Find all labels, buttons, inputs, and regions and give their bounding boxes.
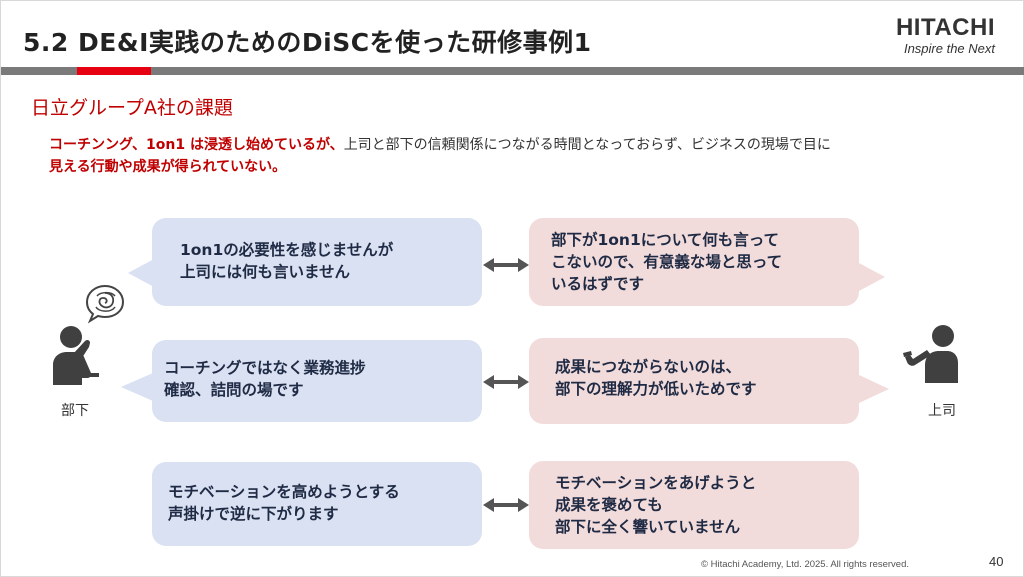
manager-label: 上司 <box>928 403 956 419</box>
subordinate-bubble-3: モチベーションを高めようとする 声掛けで逆に下がります <box>152 462 482 546</box>
bubble-tail <box>859 375 889 403</box>
bubble-line: 上司には何も言いません <box>180 263 351 281</box>
copyright-text: © Hitachi Academy, Ltd. 2025. All rights… <box>701 559 910 570</box>
subordinate-label: 部下 <box>61 403 89 419</box>
bubble-line: 成果を褒めても <box>555 496 663 514</box>
bubble-line: 確認、詰問の場です <box>164 381 304 399</box>
bubble-line: いるはずです <box>551 275 645 293</box>
bubble-line: 声掛けで逆に下がります <box>168 505 339 523</box>
subordinate-bubble-1: 1on1の必要性を感じませんが 上司には何も言いません <box>152 218 482 306</box>
logo-wordmark: HITACHI <box>895 14 995 41</box>
header-rule <box>1 67 1024 75</box>
bubble-line: 部下が1on1について何も言って <box>551 231 780 249</box>
bubble-line: こないので、有意義な場と思って <box>551 253 783 271</box>
header-rule-accent <box>77 67 151 75</box>
page-number: 40 <box>989 554 1004 569</box>
bubble-line: 部下の理解力が低いためです <box>555 380 757 398</box>
bubble-line: モチベーションを高めようとする <box>168 483 400 501</box>
bubble-line: 1on1の必要性を感じませんが <box>180 241 394 259</box>
subordinate-icon <box>53 326 99 385</box>
bubble-tail <box>121 373 153 401</box>
page-title: 5.2 DE&I実践のためのDiSCを使った研修事例1 <box>23 28 592 57</box>
hitachi-logo: HITACHI Inspire the Next <box>896 15 995 57</box>
bubble-line: モチベーションをあげようと <box>555 474 757 492</box>
manager-bubble-1: 部下が1on1について何も言って こないので、有意義な場と思って いるはずです <box>529 218 859 306</box>
bubble-line: 部下に全く響いていません <box>555 518 741 536</box>
manager-bubble-3: モチベーションをあげようと 成果を褒めても 部下に全く響いていません <box>529 461 859 549</box>
lead-normal: 上司と部下の信頼関係につながる時間となっておらず、ビジネスの現場で目に <box>343 137 831 153</box>
logo-tagline: Inspire the Next <box>903 41 995 56</box>
lead-highlight-2: 見える行動や成果が得られていない。 <box>49 159 287 175</box>
exchange-arrow-1 <box>483 258 529 272</box>
section-subtitle: 日立グループA社の課題 <box>31 97 233 119</box>
exchange-arrow-2 <box>483 375 529 389</box>
subordinate-bubble-2: コーチングではなく業務進捗 確認、詰問の場です <box>152 340 482 422</box>
manager-icon <box>903 325 958 383</box>
bubble-line: 成果につながらないのは、 <box>555 358 742 376</box>
bubble-tail <box>859 263 885 291</box>
frustration-icon <box>85 284 125 324</box>
bubble-line: コーチングではなく業務進捗 <box>164 359 366 377</box>
bubble-tail <box>128 259 154 287</box>
manager-bubble-2: 成果につながらないのは、 部下の理解力が低いためです <box>529 338 859 424</box>
lead-paragraph: コーチンング、1on1 は浸透し始めているが、上司と部下の信頼関係につながる時間… <box>49 134 989 178</box>
exchange-arrow-3 <box>483 498 529 512</box>
lead-highlight-1: コーチンング、1on1 は浸透し始めているが、 <box>49 137 344 153</box>
